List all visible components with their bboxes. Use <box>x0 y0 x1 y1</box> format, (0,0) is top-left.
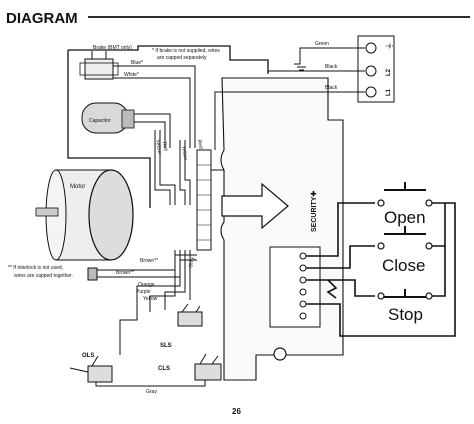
interlock-note-line1: ** If interlock is not used, <box>8 265 63 271</box>
control-terminal-strip <box>269 246 321 328</box>
harness-outer-loop <box>67 50 151 208</box>
blue-wire-label: Blue* <box>131 60 143 66</box>
yellow-wire-label-2: Yellow <box>180 145 188 160</box>
capacitor-label: Capacitor <box>89 118 111 124</box>
blue-wire <box>113 65 196 148</box>
ols-label: OLS <box>82 353 94 359</box>
stop-button-label: Stop <box>388 305 423 324</box>
green-wire <box>294 47 365 71</box>
board-logo: SECURITY✚ <box>310 191 318 232</box>
sls-label: SLS <box>160 343 172 349</box>
orange-wire-label: Orange <box>138 282 155 288</box>
harness-top-run <box>68 45 269 74</box>
brake-note-line2: are capped separately <box>157 55 207 61</box>
limit-wires <box>119 250 191 355</box>
motor <box>35 169 134 261</box>
yellow-wire-label-3: Yellow <box>143 296 158 302</box>
brake-label: Brake (BMT only) <box>93 45 132 51</box>
ground-terminal-label: ⏚ <box>385 42 394 50</box>
cls-label: CLS <box>158 366 170 372</box>
wire-bundle <box>154 130 191 205</box>
ols-switch <box>69 355 113 383</box>
page-number: 26 <box>232 407 241 416</box>
board-arrow <box>221 182 289 230</box>
white-wire <box>113 77 191 148</box>
stop-pushbutton <box>377 289 433 300</box>
cls-switch <box>194 353 222 381</box>
interlock-connector <box>87 267 98 281</box>
power-terminal-block <box>357 35 395 103</box>
purple-wire-label: Purple <box>136 289 151 295</box>
gray-wire-label-2: Gray <box>146 389 157 395</box>
red-wire-label-2: Red <box>196 139 204 149</box>
brake-note-line1: * If brake is not supplied, wires <box>152 48 220 54</box>
motor-label: Motor <box>70 184 85 190</box>
red-wire-label-1: Red <box>161 141 169 151</box>
brown-wire-label-2: Brown** <box>116 270 134 276</box>
pushbutton-wiring <box>306 202 456 337</box>
brake <box>79 51 119 80</box>
close-pushbutton <box>377 226 433 250</box>
interlock-note-line2: wires are capped together. <box>14 273 73 279</box>
open-button-label: Open <box>384 208 426 227</box>
sls-switch <box>177 303 203 327</box>
board-knob <box>273 347 287 361</box>
black-wire-2 <box>214 91 365 150</box>
close-button-label: Close <box>382 256 425 275</box>
capacitor <box>81 102 135 134</box>
yellow-wire-label-1: Yellow <box>154 139 162 154</box>
gray-wire-label-1: Gray <box>188 256 196 268</box>
white-wire-label: White* <box>124 72 139 78</box>
l2-terminal-label: L2 <box>386 68 392 76</box>
l1-terminal-label: L1 <box>386 88 392 96</box>
green-wire-label: Green <box>315 41 329 47</box>
open-pushbutton <box>377 182 433 207</box>
black-wire-label-2: Black <box>325 85 338 91</box>
circuit-board <box>220 77 344 381</box>
diagram-title: DIAGRAM <box>6 10 78 27</box>
connector-strip <box>196 149 212 251</box>
brown-wire-label-1: Brown** <box>140 258 158 264</box>
capacitor-leads <box>134 113 171 148</box>
black-wire-label-1: Black <box>325 64 338 70</box>
